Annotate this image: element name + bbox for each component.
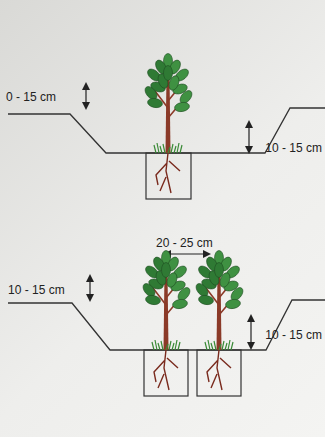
roots [156, 153, 180, 193]
tree [141, 251, 193, 391]
root-ball [146, 153, 191, 199]
dimension-arrow [250, 318, 251, 346]
root-ball [144, 350, 188, 396]
root-ball [197, 350, 241, 396]
grass [154, 143, 182, 153]
leaf [172, 298, 188, 309]
roots [207, 350, 231, 390]
leaf [147, 97, 163, 108]
dimension-label: 10 - 15 cm [265, 141, 322, 155]
leaf [198, 294, 214, 305]
dimension-arrow [167, 253, 207, 254]
leaf [162, 263, 171, 278]
leaf [225, 298, 241, 309]
dimension-label: 0 - 15 cm [6, 90, 56, 104]
dimension-label: 20 - 25 cm [156, 236, 213, 250]
tree [194, 251, 246, 391]
leaf [215, 263, 224, 278]
dimension-label: 10 - 15 cm [8, 283, 65, 297]
dimension-arrow [89, 278, 90, 298]
leaf [174, 101, 190, 112]
grass [152, 340, 180, 350]
dimension-label: 10 - 15 cm [265, 328, 322, 342]
dimension-arrow [248, 124, 249, 150]
grass [205, 340, 233, 350]
roots [154, 350, 178, 390]
leaf [145, 294, 161, 305]
leaf [164, 66, 173, 81]
tree [143, 54, 195, 194]
dimension-arrow [85, 86, 86, 106]
